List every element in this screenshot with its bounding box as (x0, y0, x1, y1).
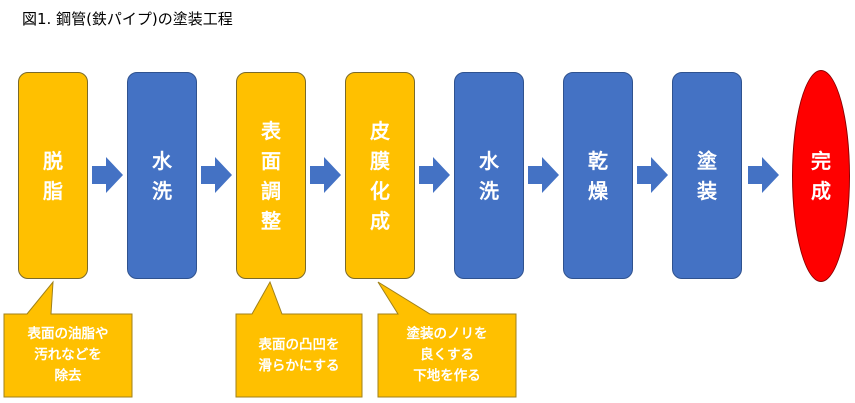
arrow-right-icon (637, 157, 668, 193)
step-water-rinse-2: 水洗 (454, 72, 524, 279)
callout-bubble-conversion-coating (377, 281, 517, 398)
step-label: 乾燥 (588, 148, 608, 203)
step-label: 完成 (811, 149, 831, 203)
step-label: 脱脂 (43, 148, 63, 203)
step-label: 水洗 (479, 148, 499, 203)
callout-bubble-surface-conditioning (235, 280, 363, 398)
arrow-right-icon (201, 157, 232, 193)
callout-text-degreasing: 表面の油脂や 汚れなどを 除去 (27, 326, 109, 384)
callout-text-conversion-coating: 塗装のノリを 良くする 下地を作る (406, 326, 488, 384)
step-drying: 乾燥 (563, 72, 633, 279)
step-water-rinse-1: 水洗 (127, 72, 197, 279)
step-label: 表面調整 (261, 118, 281, 233)
arrow-right-icon (92, 157, 123, 193)
step-label: 塗装 (697, 148, 717, 203)
step-complete: 完成 (792, 70, 850, 282)
step-label: 皮膜化成 (370, 118, 390, 233)
step-surface-conditioning: 表面調整 (236, 72, 306, 279)
diagram-title: 図1. 鋼管(鉄パイプ)の塗装工程 (22, 10, 233, 28)
arrow-right-icon (528, 157, 559, 193)
callout-text-surface-conditioning: 表面の凸凹を 滑らかにする (258, 336, 340, 374)
step-painting: 塗装 (672, 72, 742, 279)
arrow-right-icon (748, 157, 779, 193)
step-label: 水洗 (152, 148, 172, 203)
callout-bubble-degreasing (3, 280, 133, 398)
arrow-right-icon (419, 157, 450, 193)
arrow-right-icon (310, 157, 341, 193)
step-degreasing: 脱脂 (18, 72, 88, 279)
step-conversion-coating: 皮膜化成 (345, 72, 415, 279)
